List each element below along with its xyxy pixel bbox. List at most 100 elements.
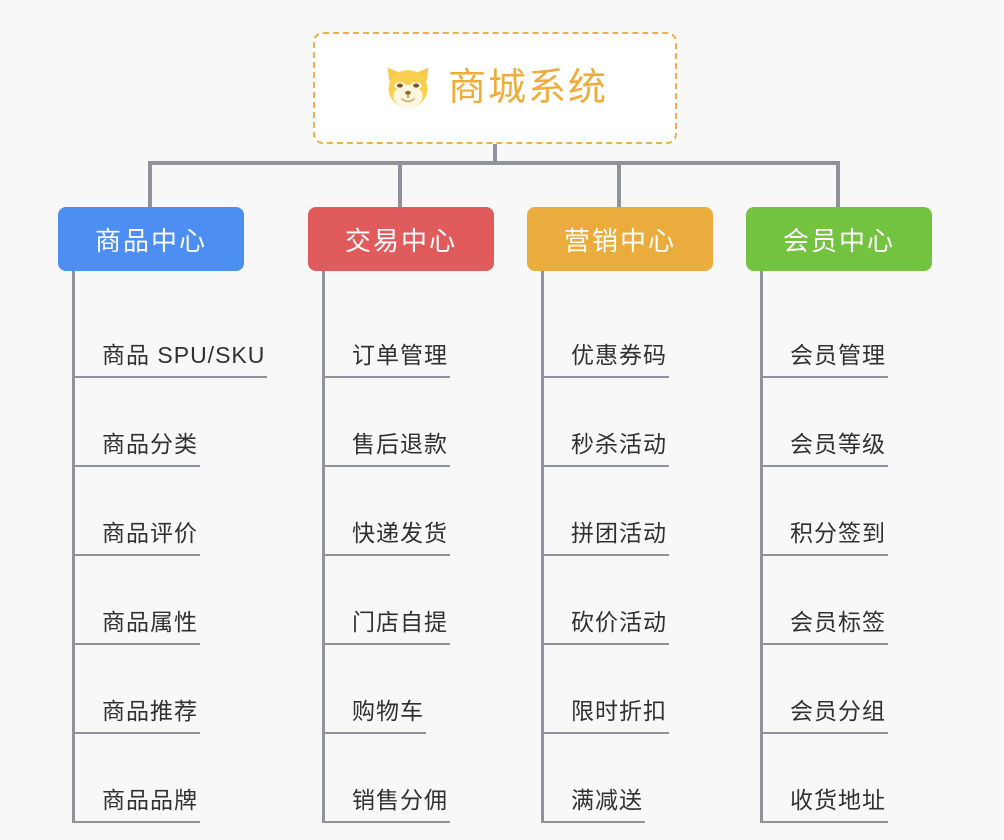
leaf-underline: [762, 465, 888, 467]
leaf-label: 积分签到: [790, 519, 886, 546]
connector-root-stem: [493, 144, 497, 164]
leaf-label: 商品推荐: [102, 697, 198, 724]
leaf-underline: [762, 376, 888, 378]
leaf-underline: [324, 821, 450, 823]
list-item[interactable]: 收货地址: [762, 734, 961, 823]
leaf-label: 商品品牌: [102, 786, 198, 813]
list-item[interactable]: 会员分组: [762, 645, 961, 734]
connector-drop-3: [617, 161, 621, 209]
list-item[interactable]: 限时折扣: [543, 645, 742, 734]
branch-column-1: 商品中心 商品 SPU/SKU 商品分类 商品评价 商品属性: [58, 207, 288, 823]
leaf-underline: [543, 376, 669, 378]
category-label-1: 商品中心: [94, 225, 207, 256]
branch-column-3: 营销中心 优惠券码 秒杀活动 拼团活动 砍价活动: [527, 207, 742, 823]
list-item[interactable]: 商品分类: [74, 378, 288, 467]
list-item[interactable]: 砍价活动: [543, 556, 742, 645]
root-node[interactable]: 商城系统: [313, 32, 677, 144]
list-item[interactable]: 商品评价: [74, 467, 288, 556]
list-item[interactable]: 门店自提: [324, 556, 523, 645]
leaf-label: 快递发货: [352, 519, 448, 546]
list-item[interactable]: 优惠券码: [543, 289, 742, 378]
leaf-label: 商品 SPU/SKU: [102, 341, 266, 368]
leaf-label: 订单管理: [352, 341, 448, 368]
category-label-3: 营销中心: [563, 225, 676, 256]
connector-drop-1: [148, 161, 152, 209]
list-item[interactable]: 拼团活动: [543, 467, 742, 556]
list-item[interactable]: 售后退款: [324, 378, 523, 467]
leaf-stack-1: 商品 SPU/SKU 商品分类 商品评价 商品属性 商品推荐: [58, 271, 288, 823]
leaf-underline: [324, 643, 450, 645]
leaf-label: 门店自提: [352, 608, 448, 635]
leaf-label: 会员分组: [790, 697, 886, 724]
leaf-underline: [543, 732, 669, 734]
leaf-underline: [762, 554, 888, 556]
leaf-label: 秒杀活动: [571, 430, 667, 457]
list-item[interactable]: 商品品牌: [74, 734, 288, 823]
category-node-2[interactable]: 交易中心: [308, 207, 494, 271]
leaf-stack-4: 会员管理 会员等级 积分签到 会员标签 会员分组: [746, 271, 961, 823]
leaf-label: 商品属性: [102, 608, 198, 635]
branch-column-4: 会员中心 会员管理 会员等级 积分签到 会员标签: [746, 207, 961, 823]
root-title: 商城系统: [447, 67, 608, 109]
list-item[interactable]: 商品属性: [74, 556, 288, 645]
leaf-underline: [74, 465, 200, 467]
list-item[interactable]: 满减送: [543, 734, 742, 823]
leaf-underline: [324, 554, 450, 556]
shiba-dog-icon: [387, 67, 429, 108]
leaf-underline: [324, 376, 450, 378]
category-label-4: 会员中心: [782, 225, 895, 256]
spine-4: [760, 271, 763, 823]
list-item[interactable]: 商品推荐: [74, 645, 288, 734]
leaf-underline: [74, 376, 267, 378]
leaf-stack-3: 优惠券码 秒杀活动 拼团活动 砍价活动 限时折扣: [527, 271, 742, 823]
connector-drop-2: [398, 161, 402, 209]
list-item[interactable]: 会员标签: [762, 556, 961, 645]
list-item[interactable]: 订单管理: [324, 289, 523, 378]
leaf-underline: [543, 643, 669, 645]
leaf-label: 收货地址: [790, 786, 886, 813]
connector-horizontal-bus: [148, 161, 838, 165]
list-item[interactable]: 快递发货: [324, 467, 523, 556]
list-item[interactable]: 秒杀活动: [543, 378, 742, 467]
leaf-stack-2: 订单管理 售后退款 快递发货 门店自提 购物车: [308, 271, 523, 823]
leaf-label: 商品分类: [102, 430, 198, 457]
list-item[interactable]: 购物车: [324, 645, 523, 734]
leaf-label: 购物车: [352, 697, 424, 724]
category-node-1[interactable]: 商品中心: [58, 207, 244, 271]
leaf-label: 商品评价: [102, 519, 198, 546]
leaf-underline: [543, 554, 669, 556]
leaf-underline: [324, 465, 450, 467]
spine-1: [72, 271, 75, 823]
leaf-underline: [74, 732, 200, 734]
leaf-underline: [324, 732, 426, 734]
leaf-label: 会员管理: [790, 341, 886, 368]
spine-3: [541, 271, 544, 823]
category-label-2: 交易中心: [344, 225, 457, 256]
leaf-label: 拼团活动: [571, 519, 667, 546]
leaf-underline: [762, 821, 888, 823]
leaf-label: 满减送: [571, 786, 643, 813]
leaf-label: 优惠券码: [571, 341, 667, 368]
category-node-3[interactable]: 营销中心: [527, 207, 713, 271]
leaf-label: 会员标签: [790, 608, 886, 635]
list-item[interactable]: 商品 SPU/SKU: [74, 289, 288, 378]
leaf-underline: [543, 465, 669, 467]
leaf-underline: [762, 732, 888, 734]
list-item[interactable]: 会员等级: [762, 378, 961, 467]
spine-2: [322, 271, 325, 823]
list-item[interactable]: 销售分佣: [324, 734, 523, 823]
leaf-label: 会员等级: [790, 430, 886, 457]
list-item[interactable]: 积分签到: [762, 467, 961, 556]
leaf-underline: [74, 554, 200, 556]
connector-drop-4: [836, 161, 840, 209]
leaf-label: 销售分佣: [352, 786, 448, 813]
leaf-label: 限时折扣: [571, 697, 667, 724]
category-node-4[interactable]: 会员中心: [746, 207, 932, 271]
leaf-underline: [543, 821, 645, 823]
list-item[interactable]: 会员管理: [762, 289, 961, 378]
leaf-label: 售后退款: [352, 430, 448, 457]
leaf-underline: [74, 821, 200, 823]
branch-column-2: 交易中心 订单管理 售后退款 快递发货 门店自提: [308, 207, 523, 823]
